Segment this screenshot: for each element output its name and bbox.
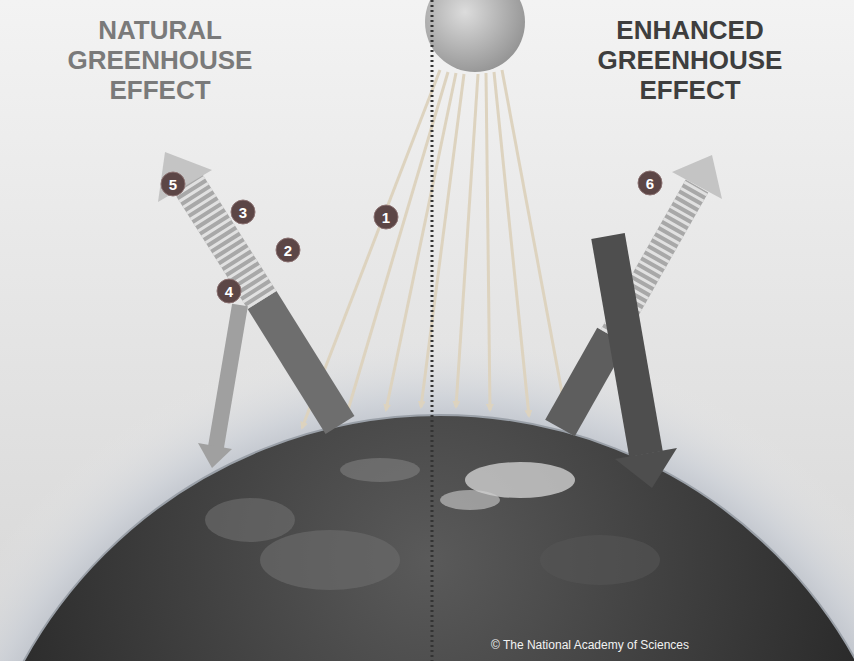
callout-circle: 6 [637, 170, 663, 196]
callout-disc-shape [638, 171, 662, 195]
callout-circle: 3 [230, 199, 256, 225]
callout-number: 2 [284, 243, 292, 258]
callout-circle: 2 [275, 237, 301, 263]
callout-disc-shape [161, 172, 185, 196]
callout-circle: 1 [373, 204, 399, 230]
callout-number: 3 [239, 205, 247, 220]
callout-number: 5 [169, 177, 177, 192]
callout-number: 1 [382, 210, 390, 225]
callout-disc-shape [231, 200, 255, 224]
callout-disc-shape [374, 205, 398, 229]
side-heading: ENHANCED GREENHOUSE EFFECT [575, 16, 805, 106]
side-heading: NATURAL GREENHOUSE EFFECT [45, 16, 275, 106]
callout-disc-shape [276, 238, 300, 262]
callout-number: 4 [225, 284, 233, 299]
copyright-note: © The National Academy of Sciences [440, 638, 740, 652]
callout-circle: 5 [160, 171, 186, 197]
callout-number: 6 [646, 176, 654, 191]
callout-disc-shape [217, 279, 241, 303]
callout-circle: 4 [216, 278, 242, 304]
